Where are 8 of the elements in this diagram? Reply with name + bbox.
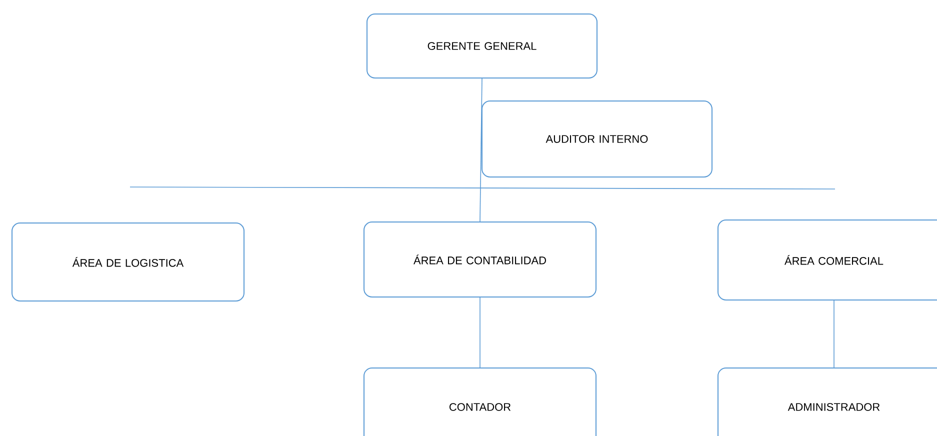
org-box: ÁREA DE LOGISTICA [12, 222, 244, 302]
org-box: ÁREA COMERCIAL [718, 220, 937, 300]
org-box: ÁREA DE CONTABILIDAD [364, 222, 596, 298]
org-box: ADMINISTRADOR [718, 368, 937, 436]
org-box: CONTADOR [364, 368, 596, 436]
org-box: GERENTE GENERAL [366, 14, 598, 78]
org-box: AUDITOR INTERNO [482, 100, 712, 178]
connector-line [480, 78, 482, 222]
